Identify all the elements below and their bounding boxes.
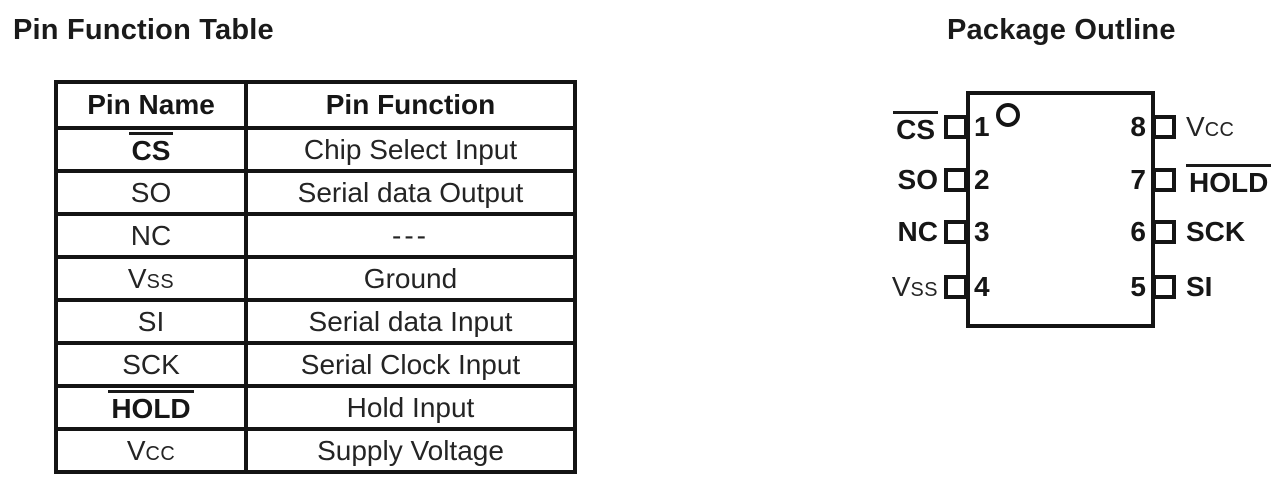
pin-name-text: SCK [1186,216,1246,247]
pin-name-text: HOLD [1186,164,1272,197]
smallcaps-suffix: CC [1204,119,1235,141]
table-row: SO Serial data Output [54,169,577,216]
pin-function-cell: Supply Voltage [244,427,577,474]
pin-7-label: HOLD [1186,164,1274,197]
table-row: SI Serial data Input [54,298,577,345]
pin-function-cell: Serial data Input [244,298,577,345]
smallcaps-suffix: CC [145,442,176,465]
table-row: SCK Serial Clock Input [54,341,577,388]
pin-function-table: Pin Name Pin Function CS Chip Select Inpu… [54,80,577,474]
chip-body [966,91,1155,328]
pin-function-cell: Serial Clock Input [244,341,577,388]
pin-name-text: SO [897,164,938,195]
table-row: VCC Supply Voltage [54,427,577,474]
pin-name-text: VSS [127,262,175,294]
pin-5-pad [1152,275,1176,299]
pin-name-cell: VSS [54,255,248,302]
table-row: VSS Ground [54,255,577,302]
pin-1-pad [944,115,968,139]
pin-name-cell: HOLD [54,384,248,431]
pin-function-cell: Serial data Output [244,169,577,216]
pin-name-text: SI [1186,271,1213,302]
pin-name-cell: SO [54,169,248,216]
table-row: HOLD Hold Input [54,384,577,431]
pin-name-text: HOLD [108,390,194,423]
pin-3-pad [944,220,968,244]
pin-name-text: SI [137,305,165,337]
pin-3-label: NC [808,216,938,248]
pin-name-text: SCK [122,348,180,380]
table-row: NC --- [54,212,577,259]
pin-3-number: 3 [974,216,990,247]
pin-function-cell: Chip Select Input [244,126,577,173]
pin-6-pad [1152,220,1176,244]
pin-name-text: NC [130,219,172,251]
pin-8-pad [1152,115,1176,139]
pin1-indicator-icon [996,103,1020,127]
pin-function-cell: Hold Input [244,384,577,431]
pin-1-label: CS [808,111,938,144]
pin-name-text: CS [128,132,174,165]
pin-name-text: CS [893,111,938,144]
pin-1-number: 1 [974,111,990,142]
pin-4-number: 4 [974,271,990,302]
pin-function-cell: --- [244,212,577,259]
pin-name-cell: SCK [54,341,248,388]
pin-2-label: SO [808,164,938,196]
pin-function-table-title: Pin Function Table [13,14,274,46]
pin-6-label: SCK [1186,216,1274,248]
table-header-row: Pin Name Pin Function [54,80,577,130]
pin-function-header: Pin Function [244,80,577,130]
pin-name-cell: CS [54,126,248,173]
pin-name-text: VCC [1186,111,1235,142]
pin-name-text: VCC [126,434,176,466]
smallcaps-suffix: SS [146,270,175,293]
pin-name-cell: NC [54,212,248,259]
pin-name-header: Pin Name [54,80,248,130]
pin-7-number: 7 [1130,164,1146,195]
pin-5-number: 5 [1130,271,1146,302]
pin-name-text: VSS [891,271,938,302]
pin-5-label: SI [1186,271,1274,303]
pin-7-pad [1152,168,1176,192]
pin-4-label: VSS [808,271,938,303]
package-outline-title: Package Outline [947,14,1176,46]
pin-function-cell: Ground [244,255,577,302]
pin-name-text: SO [130,176,172,208]
pin-2-number: 2 [974,164,990,195]
smallcaps-suffix: SS [910,279,938,301]
pin-6-number: 6 [1130,216,1146,247]
pin-8-number: 8 [1130,111,1146,142]
pin-name-text: NC [897,216,938,247]
pin-name-cell: SI [54,298,248,345]
pin-2-pad [944,168,968,192]
pin-4-pad [944,275,968,299]
table-row: CS Chip Select Input [54,126,577,173]
pin-name-cell: VCC [54,427,248,474]
pin-8-label: VCC [1186,111,1274,143]
